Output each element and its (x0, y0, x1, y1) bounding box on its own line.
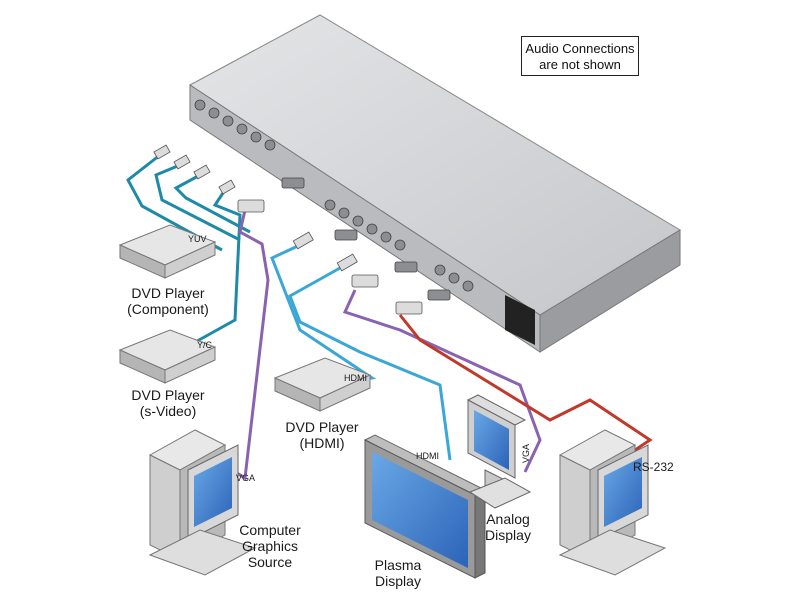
hdmi-plasma-label: HDMI (416, 451, 439, 461)
dvd-hdmi-label-1: DVD Player (285, 419, 358, 435)
dvd-svideo-label-2: (s-Video) (140, 403, 197, 419)
cable-plugs (153, 144, 423, 315)
dvd-hdmi-label-2: (HDMI) (299, 435, 344, 451)
yuv-label: YUV (188, 234, 207, 244)
plasma-label-2: Display (375, 573, 421, 589)
audio-note-line2: are not shown (539, 57, 621, 72)
dvd-component-label-1: DVD Player (131, 285, 204, 301)
analog-display (466, 394, 532, 509)
yuv-cable (126, 153, 251, 252)
hdmi-player-label: HDMI (344, 373, 367, 383)
audio-note-line1: Audio Connections (525, 41, 635, 56)
vga-display-cable (342, 289, 542, 473)
analog-label-2: Display (485, 527, 531, 543)
switcher-rear-panel (189, 84, 541, 353)
computer-source-label-1: Computer (239, 522, 301, 538)
plasma-display (363, 434, 487, 579)
yc-label: Y/C (197, 340, 213, 350)
audio-note-box: Audio Connections are not shown (521, 36, 639, 76)
hdmi-plasma-cable (288, 266, 452, 461)
vga-source-cable (231, 209, 270, 481)
dvd-component-label-2: (Component) (127, 301, 209, 317)
rs232-cable (398, 314, 653, 454)
vga-source-label: VGA (236, 473, 255, 483)
dvd-player-hdmi (273, 357, 372, 412)
power-socket-icon (505, 295, 535, 345)
control-computer (558, 429, 667, 576)
vga-display-label: VGA (521, 444, 531, 463)
dvd-player-svideo (118, 329, 217, 384)
dvd-player-component (118, 224, 217, 279)
rear-connectors (194, 99, 474, 301)
computer-source (148, 429, 257, 576)
dvd-svideo-label-1: DVD Player (131, 387, 204, 403)
switcher-unit (189, 14, 681, 353)
yc-cable (189, 189, 242, 347)
computer-source-label-2: Graphics (242, 538, 298, 554)
computer-source-label-3: Source (248, 554, 293, 570)
rs232-label: RS-232 (633, 460, 674, 474)
plasma-label-1: Plasma (375, 557, 422, 573)
analog-label-1: Analog (486, 511, 530, 527)
